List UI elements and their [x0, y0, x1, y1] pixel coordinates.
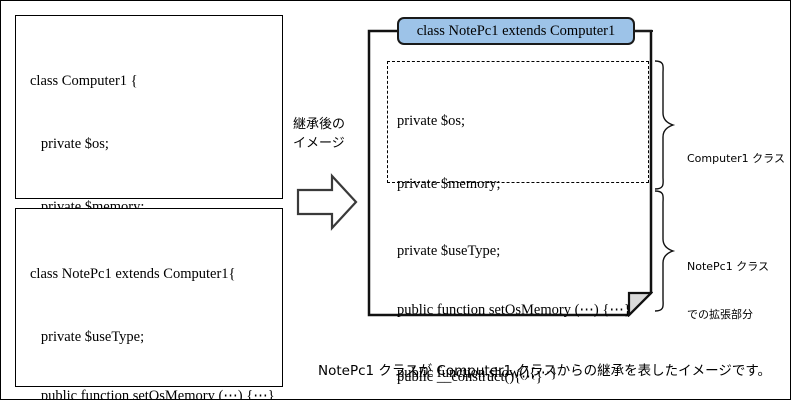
code-line: private $memory; [397, 176, 501, 192]
code-box-computer1: class Computer1 { private $os; private $… [15, 15, 283, 399]
code-line: private $useType; [30, 329, 145, 345]
code-line: class NotePc1 extends Computer1{ [30, 266, 236, 282]
brace-label-line: Computer1 クラス [687, 152, 785, 165]
brace-label-line: での拡張部分 [687, 308, 753, 321]
right-arrow-icon [296, 173, 358, 231]
arrow-label-line: 継承後の [293, 117, 346, 132]
class-header-label: class NotePc1 extends Computer1 [416, 22, 616, 39]
code-line: public function setOsMemory (⋯) {⋯} [397, 302, 631, 318]
header-connector-line [635, 30, 653, 32]
arrow-label: 継承後の イメージ [293, 115, 367, 153]
code-line: public function show(){⋯} [397, 365, 558, 381]
figure-caption: NotePc1 クラスが Computer1 クラスからの継承を表したイメージで… [318, 321, 788, 399]
code-box-notepc1: class NotePc1 extends Computer1{ private… [15, 208, 283, 387]
arrow-label-line: イメージ [293, 136, 345, 151]
class-header-badge: class NotePc1 extends Computer1 [397, 17, 635, 45]
brace-label-notepc1: NotePc1 クラス での拡張部分 [687, 227, 769, 355]
brace-notepc1-icon [654, 190, 676, 312]
inherited-members-code: private $os; private $memory; public fun… [397, 69, 647, 399]
code-block-notepc1: class NotePc1 extends Computer1{ private… [16, 209, 282, 399]
brace-label-computer1: Computer1 クラス [687, 119, 785, 199]
brace-computer1-icon [654, 60, 676, 190]
code-line-blank [30, 390, 282, 399]
inherited-members-outline [387, 61, 649, 183]
code-line: private $os; [397, 113, 466, 129]
caption-line: NotePc1 クラスが Computer1 クラスからの継承を表したイメージで… [318, 363, 772, 379]
code-line: private $os; [30, 136, 109, 152]
panel-outline [367, 29, 653, 317]
code-line: class Computer1 { [30, 73, 138, 89]
inherited-class-panel [367, 29, 653, 317]
extended-members-code: private $useType; public __construct(){⋯… [397, 199, 647, 399]
brace-label-line: NotePc1 クラス [687, 260, 769, 273]
code-line: public function setOsMemory (⋯) {⋯} [30, 388, 275, 400]
code-line: public __construct(){⋯} [397, 369, 543, 385]
code-line: private $useType; [397, 243, 501, 259]
